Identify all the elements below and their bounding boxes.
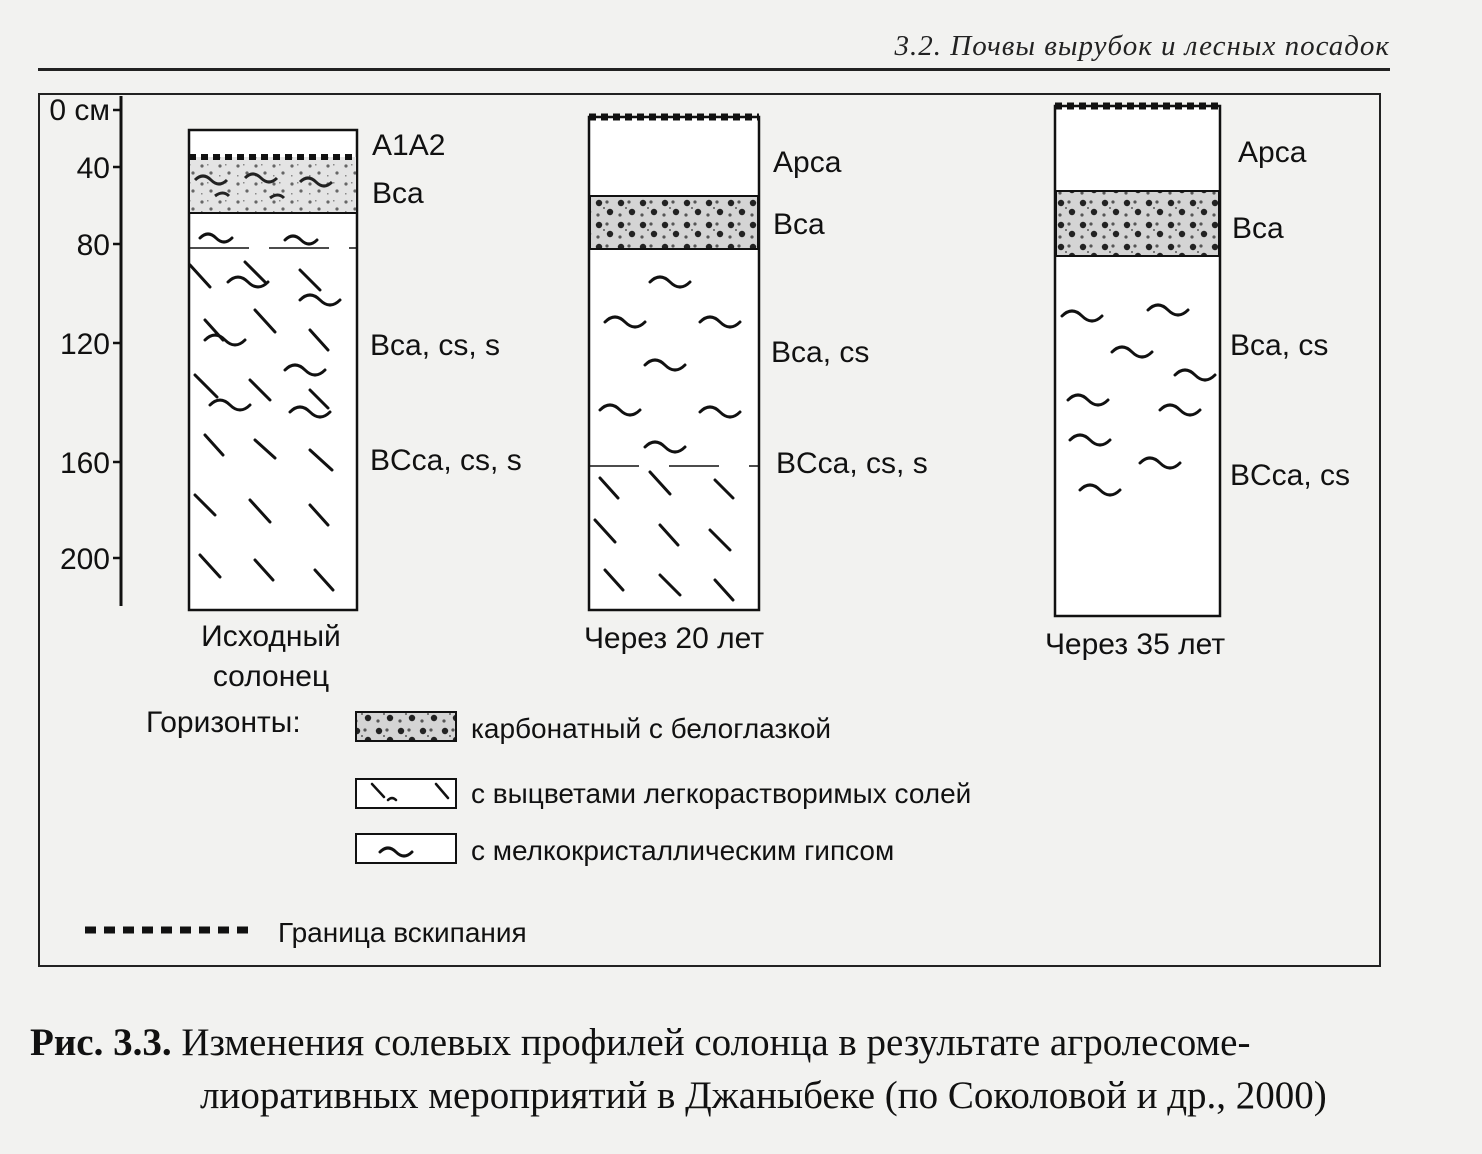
- horizon-label: Bca, cs: [771, 336, 869, 369]
- profile-caption-line: Через 20 лет: [584, 622, 764, 655]
- carbonate-horizon: [190, 157, 356, 213]
- tick-label-0: 0 см: [49, 94, 110, 127]
- caption-line-2: лиоративных мероприятий в Джаныбеке (по …: [200, 1074, 1327, 1117]
- tick-label-200: 200: [60, 543, 110, 576]
- tick-label-160: 160: [60, 447, 110, 480]
- horizon-label: BCca, cs, s: [776, 447, 928, 480]
- horizon-label: BCca, cs, s: [370, 444, 522, 477]
- gypsum-marks: [193, 172, 334, 200]
- figure-number: Рис. 3.3.: [30, 1021, 172, 1064]
- horizon-label: Bca, cs, s: [370, 329, 500, 362]
- profile-caption-line: солонец: [213, 660, 329, 693]
- salt-efflorescence-marks: [370, 782, 450, 802]
- tick-label-120: 120: [60, 328, 110, 361]
- horizon-label: Bca, cs: [1230, 329, 1328, 362]
- profile-initial: A1A2 Bca Bca, cs, s BCca, cs, s Исходный…: [187, 128, 522, 693]
- depth-axis: 0 см 40 80 120 160 200: [49, 94, 123, 606]
- caption-line-1: Изменения солевых профилей солонца в рез…: [181, 1021, 1251, 1064]
- tick-label-80: 80: [77, 229, 110, 262]
- horizon-label: A1A2: [372, 129, 445, 162]
- legend: Горизонты: карбонатный с белоглазкой с в…: [85, 706, 971, 948]
- horizon-label: Bca: [773, 208, 825, 241]
- soil-profiles-figure: 0 см 40 80 120 160 200 A1A2 Bca Bca, cs,…: [49, 94, 1350, 948]
- gypsum-marks: [598, 275, 742, 454]
- gypsum-marks: [1060, 303, 1217, 497]
- horizon-label: BCca, cs: [1230, 459, 1350, 492]
- legend-label: с мелкокристаллическим гипсом: [471, 835, 894, 866]
- legend-swatch-gypsum: [355, 833, 457, 864]
- carbonate-horizon: [1055, 190, 1220, 257]
- figure-frame: [38, 93, 1381, 967]
- profile-column: [1053, 104, 1222, 618]
- profile-20-years: Apca Bca Bca, cs BCca, cs, s Через 20 ле…: [584, 113, 928, 655]
- carbonate-horizon: [589, 195, 759, 250]
- header-rule: [38, 68, 1390, 71]
- horizon-label: Bca: [372, 177, 424, 210]
- tick-label-40: 40: [77, 152, 110, 185]
- profile-35-years: Apca Bca Bca, cs BCca, cs Через 35 лет: [1045, 102, 1350, 661]
- horizon-label: Apca: [1238, 136, 1307, 169]
- legend-title: Горизонты:: [146, 706, 301, 739]
- profile-caption-line: Исходный: [201, 620, 341, 653]
- horizon-label: Apca: [773, 146, 842, 179]
- legend-label: Граница вскипания: [278, 917, 527, 948]
- legend-swatch-carbonate: [355, 711, 457, 742]
- profile-column: [587, 115, 761, 612]
- horizon-label: Bca: [1232, 212, 1284, 245]
- legend-label: карбонатный с белоглазкой: [471, 713, 831, 744]
- salt-efflorescence-marks: [188, 232, 342, 592]
- profile-caption-line: Через 35 лет: [1045, 628, 1225, 661]
- legend-label: с выцветами легкорастворимых солей: [471, 778, 971, 809]
- page-header-title: 3.2. Почвы вырубок и лесных посадок: [894, 30, 1390, 62]
- salt-efflorescence-marks: [593, 470, 735, 602]
- figure-caption: Рис. 3.3. Изменения солевых профилей сол…: [30, 1016, 1420, 1122]
- gypsum-marks: [378, 846, 414, 858]
